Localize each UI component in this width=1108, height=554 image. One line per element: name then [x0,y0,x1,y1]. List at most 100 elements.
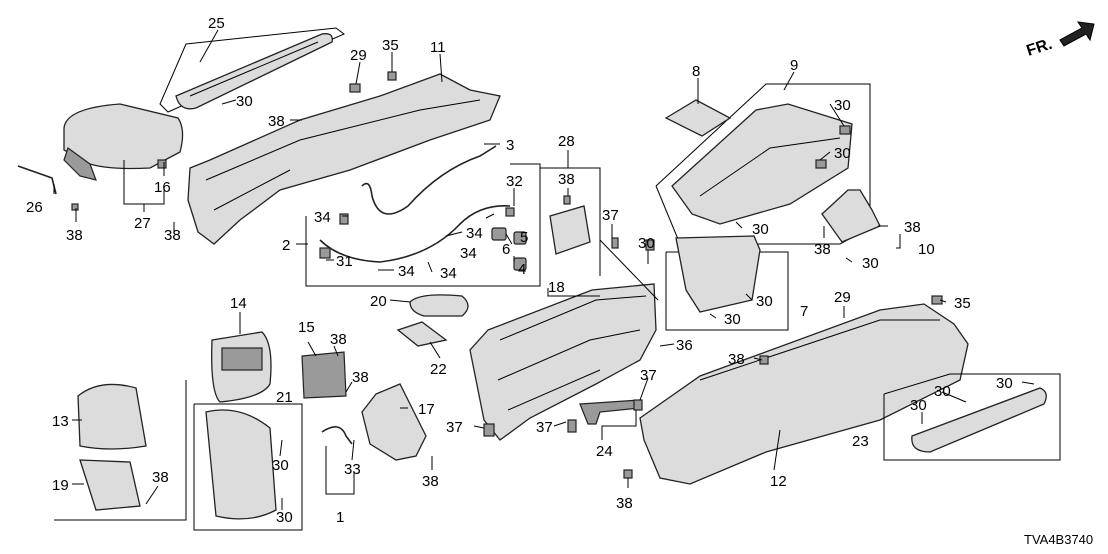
callout-38: 38 [422,473,439,490]
callout-38: 38 [268,113,285,130]
part-21-lower-cover [193,403,303,531]
callout-7: 7 [800,303,808,320]
callout-35: 35 [382,37,399,54]
callout-30: 30 [996,375,1013,392]
part-14-vent-bezel [211,331,272,403]
part-1-wire [321,426,355,495]
callout-15: 15 [298,319,315,336]
callout-30: 30 [756,293,773,310]
diagram-code: TVA4B3740 [1024,532,1093,547]
callout-27: 27 [134,215,151,232]
part-20-tray [409,294,469,317]
part-12-side-panel [639,303,969,485]
callout-10: 10 [918,241,935,258]
callout-22: 22 [430,361,447,378]
callout-24: 24 [596,443,613,460]
callout-30: 30 [724,311,741,328]
callout-30: 30 [910,397,927,414]
callout-30: 30 [276,509,293,526]
callout-25: 25 [208,15,225,32]
callout-30: 30 [752,221,769,238]
callout-34: 34 [460,245,477,262]
callout-32: 32 [506,173,523,190]
callout-38: 38 [152,469,169,486]
callout-38: 38 [728,351,745,368]
part-26-rod [17,165,57,195]
part-8-trim [664,99,732,137]
part-13-bezel [77,383,147,450]
callout-38: 38 [814,241,831,258]
callout-16: 16 [154,179,171,196]
callout-34: 34 [466,225,483,242]
callout-30: 30 [834,97,851,114]
callout-38: 38 [558,171,575,188]
callout-9: 9 [790,57,798,74]
part-24-brace [579,399,641,425]
callout-1: 1 [336,509,344,526]
callout-4: 4 [518,261,526,278]
part-27-armrest-lid [63,103,184,181]
callout-17: 17 [418,401,435,418]
callout-38: 38 [164,227,181,244]
callout-37: 37 [536,419,553,436]
direction-label: FR. [1025,36,1055,60]
front-direction-indicator: FR. [1025,21,1095,60]
callout-37: 37 [446,419,463,436]
callout-2: 2 [282,237,290,254]
callout-38: 38 [616,495,633,512]
callout-19: 19 [52,477,69,494]
part-7-cup-holder [665,235,789,331]
callout-37: 37 [602,207,619,224]
callout-31: 31 [336,253,353,270]
clips [71,71,943,479]
callout-30: 30 [834,145,851,162]
callout-18: 18 [548,279,565,296]
callout-34: 34 [398,263,415,280]
callout-3: 3 [506,137,514,154]
callout-29: 29 [834,289,851,306]
console-body [469,239,659,441]
part-2-harness [305,163,541,287]
part-23-trim-strip [883,373,1061,461]
callout-38: 38 [904,219,921,236]
callout-38: 38 [352,369,369,386]
part-10-shift-boot [821,189,881,243]
arrow-icon [1059,21,1095,47]
callout-6: 6 [502,241,510,258]
callout-30: 30 [236,93,253,110]
part-22-mat [396,321,448,347]
callout-20: 20 [370,293,387,310]
callout-30: 30 [272,457,289,474]
callout-33: 33 [344,461,361,478]
callout-14: 14 [230,295,247,312]
callout-38: 38 [66,227,83,244]
callout-34: 34 [314,209,331,226]
callout-23: 23 [852,433,869,450]
callout-34: 34 [440,265,457,282]
callout-30: 30 [638,235,655,252]
callout-36: 36 [676,337,693,354]
part-3-harness [361,145,497,215]
part-19-pocket [54,380,187,521]
callout-21: 21 [276,389,293,406]
callout-35: 35 [954,295,971,312]
callout-29: 29 [350,47,367,64]
callout-8: 8 [692,63,700,80]
leader-lines [53,29,1035,510]
callout-30: 30 [862,255,879,272]
callout-26: 26 [26,199,43,216]
part-15-vent [301,351,347,399]
callout-28: 28 [558,133,575,150]
callout-30: 30 [934,383,951,400]
callout-12: 12 [770,473,787,490]
callout-38: 38 [330,331,347,348]
callout-37: 37 [640,367,657,384]
part-17-duct [361,383,427,461]
callouts: 25 29 35 11 30 38 3 16 26 27 38 38 32 34… [26,15,1013,526]
part-11-side-panel [187,73,501,245]
callout-5: 5 [520,229,528,246]
callout-13: 13 [52,413,69,430]
callout-11: 11 [430,39,446,56]
part-25-upper-trim [159,27,345,113]
